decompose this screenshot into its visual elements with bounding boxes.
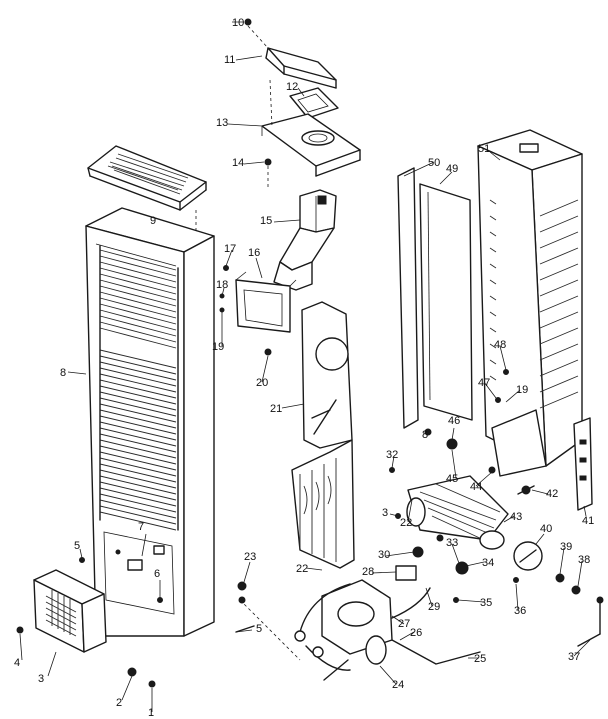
part-12-gasket [289,87,339,119]
callout-49: 49 [446,163,458,175]
callout-3: 3 [38,673,44,685]
part-8-front-cabinet [85,207,215,637]
part-15-flue-duct [273,189,337,291]
callout-6: 6 [154,568,160,580]
callout-48: 48 [494,339,506,351]
callout-28: 28 [362,566,374,578]
part-41-bracket [573,417,593,511]
part-24-28-valve-assembly [294,565,481,681]
callout-17: 17 [224,243,236,255]
callout-12: 12 [286,81,298,93]
callout-34: 34 [482,557,494,569]
callout-36: 36 [514,605,526,617]
rear-housing-fins [489,199,579,409]
callout-39: 39 [560,541,572,553]
callout-41: 41 [582,515,594,527]
part-50-side-panel [397,167,419,429]
callout-11: 11 [224,54,235,66]
part-37-rod [577,596,604,647]
callout-16: 16 [248,247,260,259]
leader-lines [19,21,591,712]
callout-21: 21 [270,403,282,415]
callout-27: 27 [398,618,410,630]
small-hardware-right [389,369,581,603]
small-hardware-left [16,557,255,688]
callout-8b: 8 [422,429,428,441]
part-9-top-grille [87,145,207,211]
callout-19b: 19 [516,384,528,396]
callout-44: 44 [470,481,482,493]
callout-14: 14 [232,157,244,169]
part-3-lower-grille [33,569,107,653]
callout-15: 15 [260,215,272,227]
callout-35: 35 [480,597,492,609]
callout-2: 2 [116,697,122,709]
callout-1: 1 [148,707,154,719]
callout-labels: 10 11 12 13 14 15 16 17 18 19 20 9 8 21 … [14,17,594,719]
callout-5b: 5 [256,623,262,635]
callout-43: 43 [510,511,522,523]
callout-10: 10 [232,17,244,29]
cabinet-louvers [99,249,177,531]
callout-23: 23 [244,551,256,563]
callout-8: 8 [60,367,66,379]
callout-9: 9 [150,215,156,227]
callout-37: 37 [568,651,580,663]
callout-33: 33 [446,537,458,549]
callout-30: 30 [378,549,390,561]
part-13-flue-plate [261,113,361,177]
callout-22a: 22 [296,563,308,575]
callout-50: 50 [428,157,440,169]
callout-3b: 3 [382,507,388,519]
callout-46: 46 [448,415,460,427]
callout-42: 42 [546,488,558,500]
callout-32: 32 [386,449,398,461]
part-21-heat-exchanger [291,301,355,569]
callout-47: 47 [478,377,490,389]
callout-4: 4 [14,657,20,669]
guide-lines [195,25,301,661]
part-11-top-cap [265,47,337,89]
callout-38: 38 [578,554,590,566]
part-49-side-panel [419,183,473,421]
part-40-control-knob [513,541,543,571]
callout-7: 7 [138,521,144,533]
callout-29: 29 [428,601,440,613]
callout-25: 25 [474,653,486,665]
part-14-screw [264,158,272,166]
callout-24: 24 [392,679,404,691]
callout-51: 51 [478,143,490,155]
callout-40: 40 [540,523,552,535]
callout-45: 45 [446,473,458,485]
callout-19: 19 [212,341,224,353]
part-16-frame [235,271,297,333]
part-43-burner [406,475,509,550]
part-10-screw [244,18,252,26]
grille-slots [107,153,189,195]
callout-20: 20 [256,377,268,389]
part-51-rear-housing [477,129,583,477]
callout-13: 13 [216,117,228,129]
lower-grille-slots [45,590,77,637]
callout-26: 26 [410,627,422,639]
callout-18: 18 [216,279,228,291]
callout-5a: 5 [74,540,80,552]
callout-22b: 22 [400,517,412,529]
